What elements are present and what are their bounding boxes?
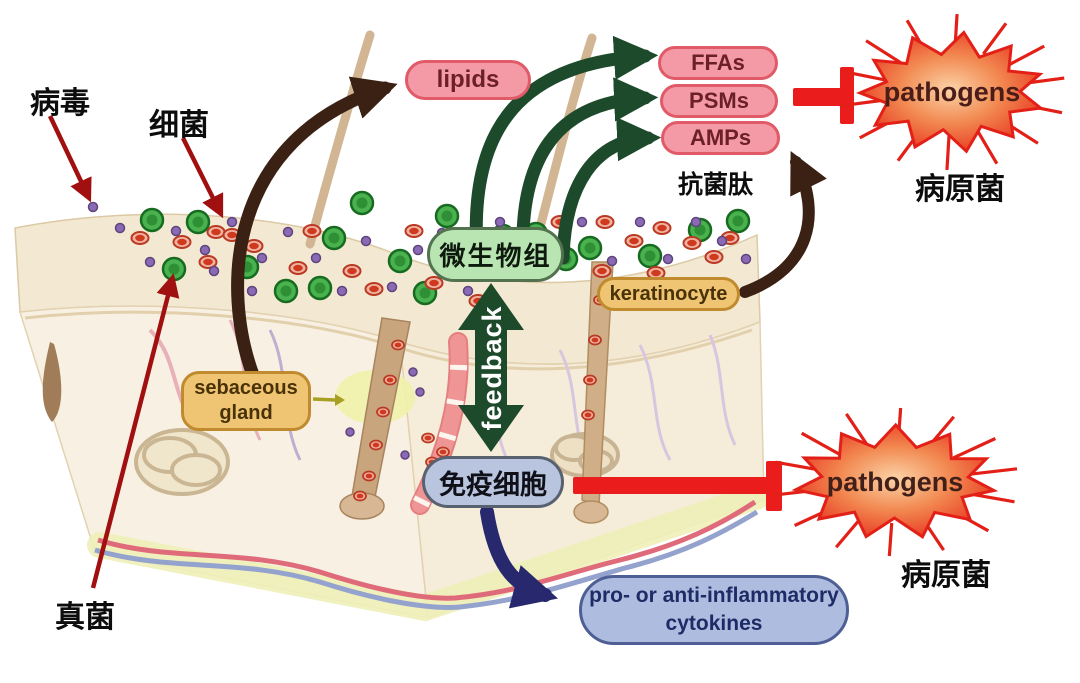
pathogens-bottom-label: pathogens xyxy=(827,467,964,497)
arrow-keratinocyte-to-amps xyxy=(739,151,827,298)
pointer-virus xyxy=(47,115,92,203)
feedback-label: feedback xyxy=(477,305,507,430)
node-keratinocyte: keratinocyte xyxy=(597,277,740,311)
arrows-microbiome-outputs xyxy=(469,35,662,265)
pointer-fungus xyxy=(90,273,180,589)
immune-cells-label: 免疫细胞 xyxy=(439,469,547,500)
pathogens-top-label: pathogens xyxy=(884,77,1021,107)
arrow-to-amps xyxy=(556,117,662,265)
label-pathogen-cn-top: 病原菌 xyxy=(915,173,1005,206)
node-immune-cells: 免疫细胞 xyxy=(422,456,564,508)
node-cytokines: pro- or anti-inflammatory cytokines xyxy=(579,575,849,645)
arrow-immune-to-cytokines xyxy=(480,505,558,609)
microbiome-label: 微生物组 xyxy=(439,241,552,271)
virus-particles xyxy=(87,201,752,297)
pathogens-burst-top: pathogens xyxy=(839,13,1065,171)
node-sebaceous-gland: sebaceous gland xyxy=(181,371,311,431)
inhibition-bottom xyxy=(573,461,782,511)
node-microbiome: 微生物组 xyxy=(427,227,564,282)
node-ffas: FFAs xyxy=(658,46,778,80)
amps-label: AMPs xyxy=(689,125,752,150)
psms-label: PSMs xyxy=(689,88,749,113)
label-pathogen-cn-bottom: 病原菌 xyxy=(901,559,991,592)
label-virus: 病毒 xyxy=(30,87,90,120)
arrow-to-psms xyxy=(516,77,659,262)
feedback-arrow: feedback xyxy=(458,283,524,452)
node-amps: AMPs xyxy=(661,121,780,155)
pointer-bacteria xyxy=(180,136,224,219)
hair-teardrop xyxy=(42,342,62,422)
arrow-sebaceous-to-lipids xyxy=(231,76,398,382)
label-bacteria: 细菌 xyxy=(149,109,209,142)
node-lipids: lipids xyxy=(405,60,531,100)
cytokines-line1: pro- or anti-inflammatory xyxy=(589,583,839,607)
blood-vessel-blue xyxy=(94,509,759,610)
label-antimicrobial-peptides: 抗菌肽 xyxy=(678,171,754,199)
ffas-label: FFAs xyxy=(691,50,745,75)
pathogens-burst-bottom: pathogens xyxy=(772,407,1018,557)
lipids-label: lipids xyxy=(436,66,500,93)
sweat-gland-coil-left xyxy=(134,428,230,496)
keratinocyte-label: keratinocyte xyxy=(609,282,728,305)
sebaceous-line2: gland xyxy=(219,402,273,424)
arrow-to-ffas xyxy=(469,35,659,259)
sebaceous-line1: sebaceous xyxy=(194,377,298,399)
follicle-bacteria xyxy=(345,294,607,502)
inhibition-top xyxy=(793,67,854,124)
node-psms: PSMs xyxy=(660,84,778,118)
blood-vessel-red xyxy=(97,499,757,601)
pointer-arrows xyxy=(47,115,224,589)
cytokines-line2: cytokines xyxy=(665,612,763,635)
label-fungus: 真菌 xyxy=(55,601,115,634)
sebaceous-pointer xyxy=(312,394,345,406)
bacteria-red-ovals xyxy=(130,215,740,308)
